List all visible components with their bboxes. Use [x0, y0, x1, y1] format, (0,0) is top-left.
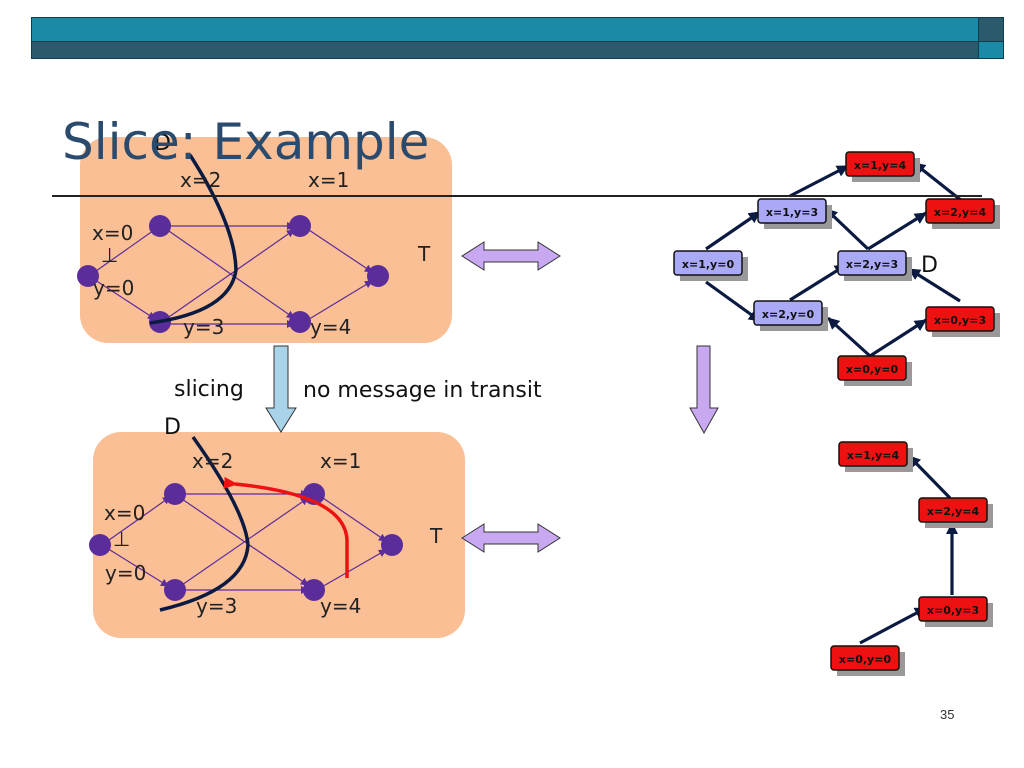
label-x2: x=2	[180, 168, 221, 192]
label-y4: y=4	[320, 594, 361, 618]
title-rule	[52, 195, 982, 197]
label-bottom: ⊥	[101, 243, 118, 267]
lattice-node: x=2,y=3	[837, 250, 912, 281]
event-bottom-node	[77, 265, 99, 287]
event-x0	[164, 483, 186, 505]
page-number: 35	[940, 707, 955, 722]
top-equivalence-arrow	[461, 241, 561, 271]
lattice-node: x=1,y=0	[673, 250, 748, 281]
lattice-node: x=0,y=0	[837, 355, 912, 386]
label-y0: y=0	[93, 276, 134, 300]
label-x2: x=2	[192, 449, 233, 473]
lattice-node: x=1,y=4	[845, 151, 920, 182]
label-y3: y=3	[196, 594, 237, 618]
svg-text:x=2,y=0: x=2,y=0	[762, 308, 815, 321]
cut-label: D	[154, 131, 171, 156]
event-y3	[303, 579, 325, 601]
event-top-node	[367, 265, 389, 287]
svg-text:x=0,y=0: x=0,y=0	[839, 653, 892, 666]
lattice-node: x=2,y=4	[918, 497, 993, 528]
top-process-diagram: x=2 x=1 x=0 ⊥ y=0 y=3 y=4 T D	[77, 131, 452, 343]
svg-text:x=0,y=0: x=0,y=0	[846, 363, 899, 376]
lattice-node: x=0,y=3	[918, 596, 993, 627]
label-top: T	[429, 524, 443, 548]
svg-text:x=1,y=4: x=1,y=4	[847, 449, 900, 462]
svg-text:x=0,y=3: x=0,y=3	[927, 604, 979, 617]
label-y0: y=0	[105, 561, 146, 585]
slide-title: Slice: Example	[62, 113, 430, 171]
header-corner-square-bottom	[978, 41, 1004, 59]
red-added-edge	[223, 476, 349, 578]
lattice-node: x=2,y=4	[925, 198, 1000, 229]
top-lattice: x=1,y=4 x=1,y=3 x=2,y=4 x=1,y=0 x=2,y=3 …	[673, 151, 1000, 386]
cut-curve	[159, 435, 250, 612]
top-diagram-background	[80, 137, 452, 343]
cut-label: D	[164, 415, 181, 440]
label-x1: x=1	[320, 449, 361, 473]
cut-curve	[149, 154, 238, 325]
svg-text:x=1,y=3: x=1,y=3	[766, 206, 818, 219]
transit-label: no message in transit	[303, 378, 542, 403]
lattice-node: x=1,y=4	[838, 441, 913, 472]
label-x0: x=0	[92, 221, 133, 245]
slicing-down-arrow	[265, 345, 297, 433]
bottom-equivalence-arrow	[461, 523, 561, 553]
event-y0	[164, 579, 186, 601]
label-top: T	[417, 242, 431, 266]
bottom-diagram-background	[93, 432, 465, 638]
slicing-label: slicing	[174, 377, 244, 402]
lattice-cut-label: D	[921, 253, 938, 278]
event-y3	[289, 311, 311, 333]
label-x1: x=1	[308, 168, 349, 192]
svg-text:x=1,y=4: x=1,y=4	[854, 159, 907, 172]
label-y4: y=4	[310, 315, 351, 339]
lattice-node: x=1,y=3	[757, 198, 832, 229]
label-x0: x=0	[104, 501, 145, 525]
label-y3: y=3	[183, 315, 224, 339]
bottom-process-diagram: x=2 x=1 x=0 ⊥ y=0 y=3 y=4 T D	[89, 415, 465, 638]
event-top-node	[381, 534, 403, 556]
lattice-node: x=0,y=0	[830, 645, 905, 676]
lattice-node: x=0,y=3	[925, 306, 1000, 337]
lattice-node: x=2,y=0	[753, 300, 828, 331]
svg-text:x=2,y=4: x=2,y=4	[934, 206, 987, 219]
event-x2	[289, 215, 311, 237]
label-bottom: ⊥	[113, 527, 130, 551]
svg-text:x=1,y=0: x=1,y=0	[682, 258, 735, 271]
svg-text:x=0,y=3: x=0,y=3	[934, 314, 986, 327]
svg-text:x=2,y=4: x=2,y=4	[927, 505, 980, 518]
svg-text:x=2,y=3: x=2,y=3	[846, 258, 898, 271]
bottom-lattice: x=1,y=4 x=2,y=4 x=0,y=3 x=0,y=0	[830, 441, 993, 676]
event-x0	[149, 215, 171, 237]
lattice-down-arrow	[689, 345, 719, 435]
event-bottom-node	[89, 534, 111, 556]
